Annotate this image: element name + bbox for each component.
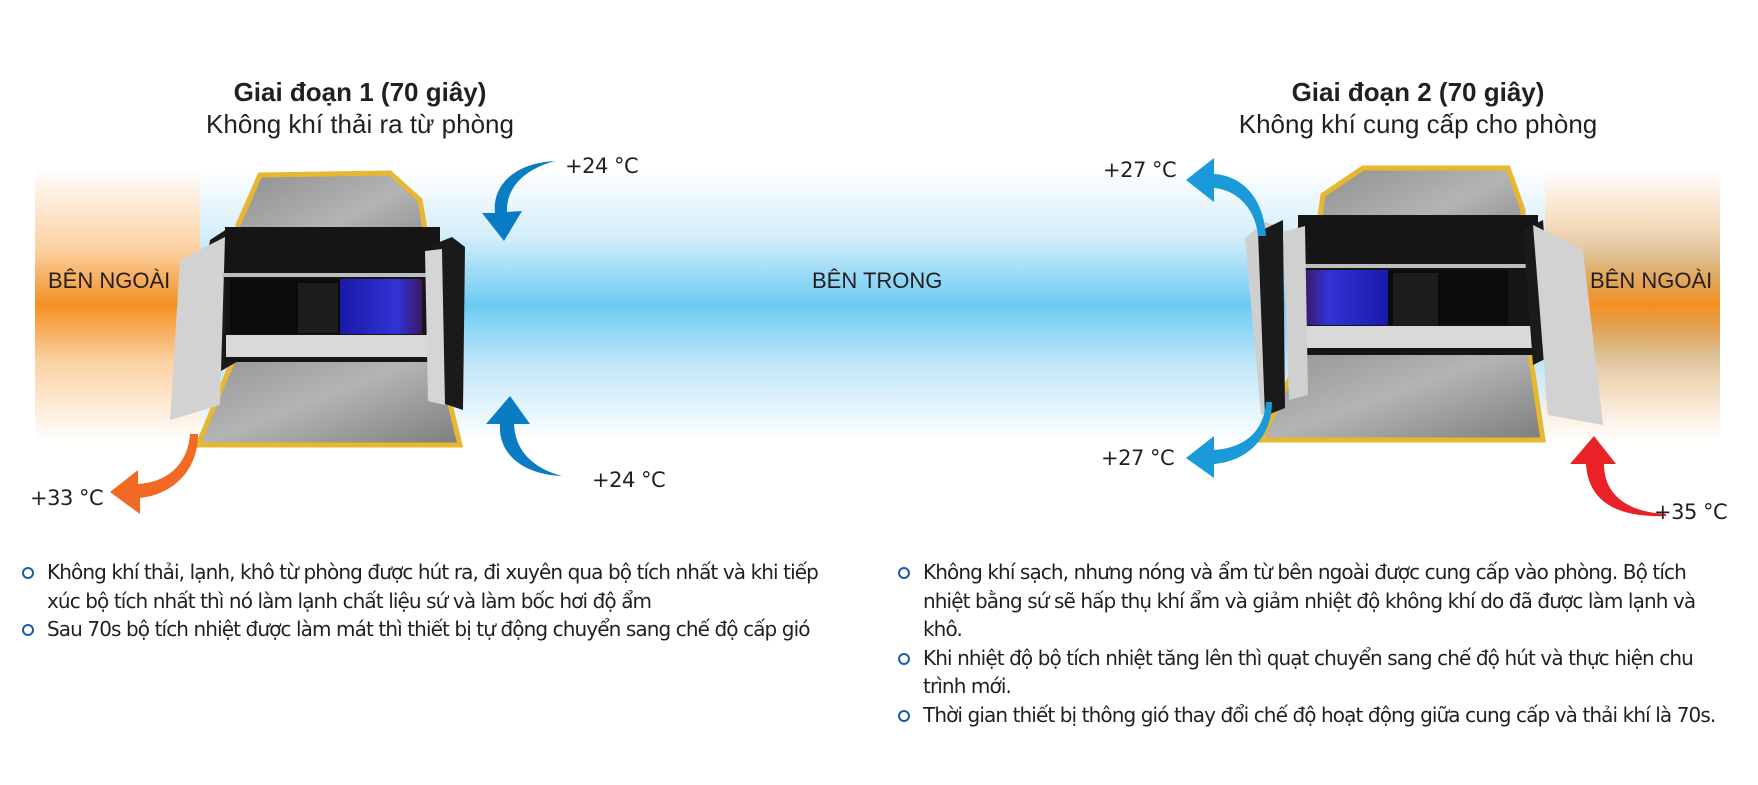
stage1-header: Giai đoạn 1 (70 giây) Không khí thải ra …	[160, 76, 560, 140]
bullet-icon	[898, 652, 910, 665]
temp-stage1-top-in: +24 °C	[565, 154, 639, 178]
list-item: Không khí thải, lạnh, khô từ phòng được …	[22, 558, 852, 615]
inside-label: BÊN TRONG	[812, 268, 943, 293]
bullet-icon	[898, 709, 910, 722]
bullet-icon	[898, 567, 910, 579]
stage1-title: Giai đoạn 1 (70 giây)	[233, 77, 487, 107]
stage2-title: Giai đoạn 2 (70 giây)	[1291, 77, 1545, 107]
supply-air-out-top-arrow-icon	[1186, 158, 1266, 236]
list-item: Thời gian thiết bị thông gió thay đổi ch…	[898, 701, 1733, 730]
outside-label-left: BÊN NGOÀI	[48, 268, 171, 293]
temp-stage2-in: +35 °C	[1654, 500, 1728, 524]
hot-air-in-arrow-icon	[1570, 436, 1666, 517]
stage1-description-list: Không khí thải, lạnh, khô từ phòng được …	[22, 558, 852, 644]
stage2-description-list: Không khí sạch, nhưng nóng và ẩm từ bên …	[898, 558, 1733, 729]
ventilator-unit-stage1	[170, 170, 465, 448]
temp-stage1-bottom-in: +24 °C	[592, 468, 666, 492]
stage2-header: Giai đoạn 2 (70 giây) Không khí cung cấp…	[1218, 76, 1618, 140]
temp-stage1-out: +33 °C	[30, 486, 104, 510]
stage1-subtitle: Không khí thải ra từ phòng	[206, 109, 514, 139]
ventilator-unit-stage2	[1245, 165, 1603, 443]
list-item: Không khí sạch, nhưng nóng và ẩm từ bên …	[898, 558, 1733, 644]
cold-air-in-bottom-arrow-icon	[486, 396, 562, 476]
supply-air-out-bottom-arrow-icon	[1186, 402, 1272, 478]
cold-air-in-top-arrow-icon	[482, 161, 555, 241]
temp-stage2-bottom-out: +27 °C	[1101, 446, 1175, 470]
list-item: Khi nhiệt độ bộ tích nhiệt tăng lên thì …	[898, 644, 1733, 701]
stage2-subtitle: Không khí cung cấp cho phòng	[1238, 109, 1598, 139]
list-item: Sau 70s bộ tích nhiệt được làm mát thì t…	[22, 615, 852, 644]
warm-air-out-arrow-icon	[110, 434, 198, 514]
temp-stage2-top-out: +27 °C	[1103, 158, 1177, 182]
bullet-icon	[22, 567, 34, 579]
outside-label-right: BÊN NGOÀI	[1590, 268, 1713, 293]
bullet-icon	[22, 624, 34, 636]
